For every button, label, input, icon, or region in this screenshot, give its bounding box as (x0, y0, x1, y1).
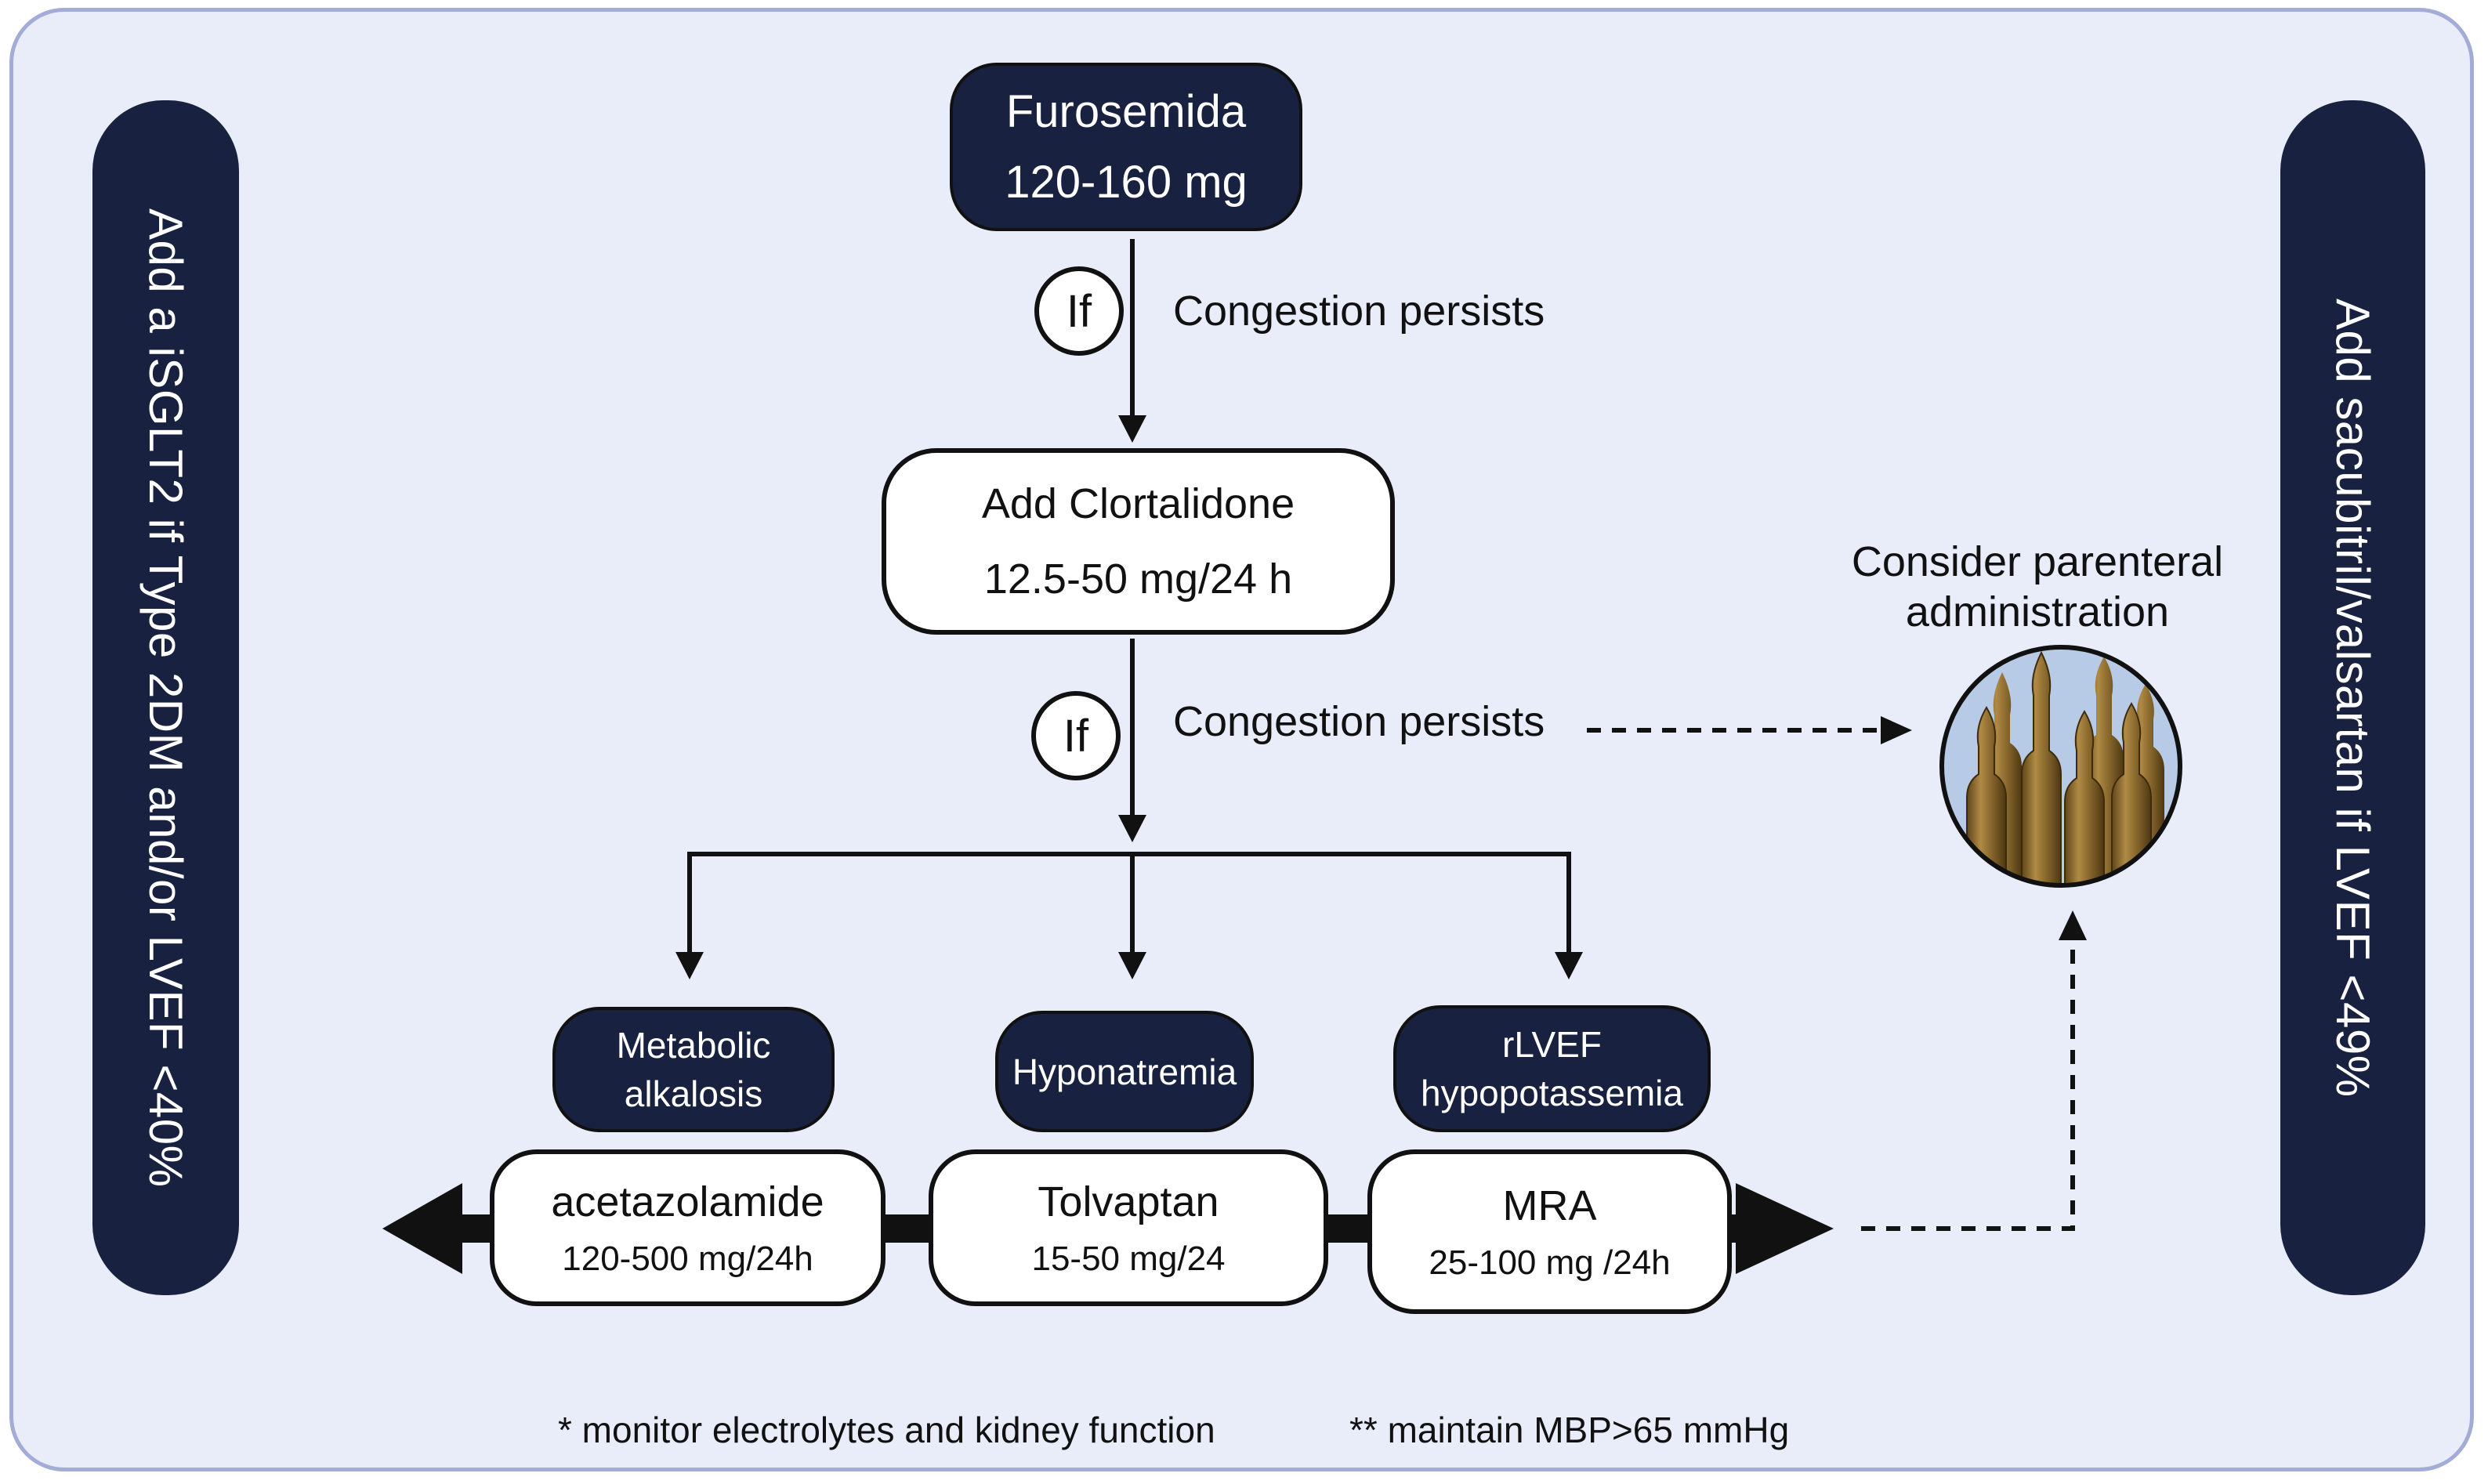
drug-3-dose: 25-100 mg /24h (1429, 1243, 1671, 1282)
if-label-1: If (1066, 285, 1092, 337)
right-sidebar-sacubitril: Add sacubitril/valsartan if LVEF <49% (2280, 100, 2425, 1295)
dashed-path-up (1861, 940, 2075, 1231)
furosemida-box: Furosemida 120-160 mg (950, 63, 1302, 231)
drug-1-name: acetazolamide (551, 1178, 824, 1225)
drug-2-name: Tolvaptan (1038, 1178, 1219, 1225)
footnote-mbp: ** maintain MBP>65 mmHg (1349, 1410, 1790, 1450)
drug-1-dose: 120-500 mg/24h (562, 1240, 813, 1278)
condition-metabolic-alkalosis: Metabolic alkalosis (552, 1007, 835, 1132)
parenteral-line2: administration (1905, 588, 2170, 635)
if-label-2: If (1063, 710, 1089, 762)
spectrum-arrow-right (1736, 1183, 1834, 1274)
condition-label-2: Congestion persists (1173, 698, 1545, 745)
parenteral-line1: Consider parenteral (1851, 538, 2224, 585)
condition-3-line1: rLVEF (1502, 1024, 1602, 1065)
drug-tolvaptan-box: Tolvaptan 15-50 mg/24 (929, 1149, 1328, 1306)
spectrum-arrow-left (382, 1183, 462, 1274)
clortalidone-label: Add Clortalidone (981, 480, 1295, 527)
left-sidebar-sglt2: Add a iSGLT2 if Type 2DM and/or LVEF <40… (92, 100, 239, 1295)
footnote-electrolytes: * monitor electrolytes and kidney functi… (558, 1410, 1215, 1450)
left-sidebar-text: Add a iSGLT2 if Type 2DM and/or LVEF <40… (139, 208, 192, 1188)
condition-1-line2: alkalosis (624, 1073, 763, 1114)
if-circle-2: If (1031, 691, 1121, 780)
condition-label-1: Congestion persists (1173, 288, 1545, 335)
drug-acetazolamide-box: acetazolamide 120-500 mg/24h (490, 1149, 885, 1306)
parenteral-label: Consider parenteral administration (1802, 537, 2273, 637)
drug-mra-box: MRA 25-100 mg /24h (1367, 1149, 1732, 1314)
drug-3-name: MRA (1502, 1182, 1597, 1229)
if-circle-1: If (1034, 266, 1124, 356)
condition-hyponatremia: Hyponatremia (995, 1011, 1254, 1132)
furosemida-label: Furosemida (1005, 85, 1247, 137)
clortalidone-box: Add Clortalidone 12.5-50 mg/24 h (882, 448, 1395, 635)
condition-2-line1: Hyponatremia (1012, 1051, 1237, 1092)
condition-3-line2: hypopotassemia (1421, 1073, 1683, 1113)
ampoules-icon (1939, 645, 2182, 888)
condition-rlvef-hypopotassemia: rLVEF hypopotassemia (1393, 1005, 1711, 1132)
furosemida-dose: 120-160 mg (1005, 156, 1248, 208)
right-sidebar-text: Add sacubitril/valsartan if LVEF <49% (2327, 298, 2379, 1098)
condition-1-line1: Metabolic (616, 1025, 771, 1066)
clortalidone-dose: 12.5-50 mg/24 h (983, 556, 1293, 603)
drug-2-dose: 15-50 mg/24 (1031, 1240, 1226, 1278)
